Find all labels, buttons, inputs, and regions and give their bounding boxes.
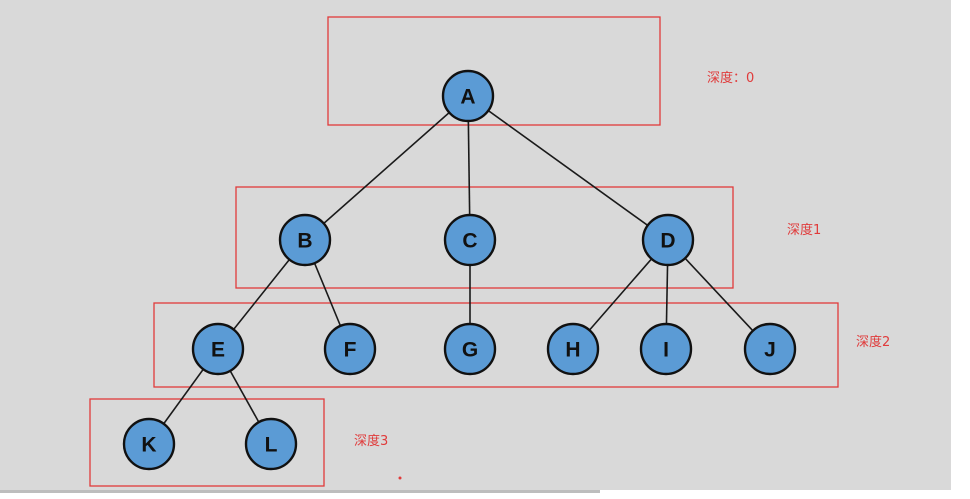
stray-dot xyxy=(398,476,402,480)
depth-0-label: 深度：0 xyxy=(707,70,754,86)
edge-A-B xyxy=(304,95,469,241)
node-B: B xyxy=(278,213,332,267)
node-label-C: C xyxy=(462,230,477,253)
node-circle-H xyxy=(546,322,600,376)
node-A: A xyxy=(441,69,495,123)
edge-A-D xyxy=(467,95,669,241)
node-label-B: B xyxy=(297,230,312,253)
node-circle-K xyxy=(122,417,176,471)
node-circle-E xyxy=(191,322,245,376)
bottom-edge-strip xyxy=(0,490,600,493)
depth-labels: 深度：0 深度1 深度2 深度3 xyxy=(354,70,890,449)
node-label-L: L xyxy=(265,434,278,457)
node-I: I xyxy=(639,322,693,376)
depth-2-box xyxy=(153,302,839,388)
tree-nodes: A B C D E F G H I J K L xyxy=(122,69,797,471)
node-circle-C xyxy=(443,213,497,267)
depth-0-box xyxy=(327,16,661,126)
node-circle-I xyxy=(639,322,693,376)
node-circle-D xyxy=(641,213,695,267)
node-label-K: K xyxy=(141,434,156,457)
depth-3-box xyxy=(89,398,325,487)
node-label-A: A xyxy=(460,86,475,109)
depth-1-label: 深度1 xyxy=(787,222,821,238)
depth-2-label: 深度2 xyxy=(856,334,890,350)
node-F: F xyxy=(323,322,377,376)
node-G: G xyxy=(443,322,497,376)
node-L: L xyxy=(244,417,298,471)
node-label-I: I xyxy=(663,339,669,362)
node-H: H xyxy=(546,322,600,376)
node-D: D xyxy=(641,213,695,267)
tree-edges xyxy=(148,95,771,445)
node-label-J: J xyxy=(764,339,776,362)
node-circle-J xyxy=(743,322,797,376)
node-circle-B xyxy=(278,213,332,267)
node-circle-G xyxy=(443,322,497,376)
node-label-H: H xyxy=(565,339,580,362)
node-circle-L xyxy=(244,417,298,471)
depth-3-label: 深度3 xyxy=(354,433,388,449)
depth-1-box xyxy=(235,186,734,289)
node-E: E xyxy=(191,322,245,376)
node-label-D: D xyxy=(660,230,675,253)
depth-boxes xyxy=(89,16,839,487)
node-C: C xyxy=(443,213,497,267)
node-K: K xyxy=(122,417,176,471)
node-circle-A xyxy=(441,69,495,123)
node-label-F: F xyxy=(344,339,357,362)
node-J: J xyxy=(743,322,797,376)
node-label-G: G xyxy=(462,339,478,362)
node-label-E: E xyxy=(211,339,225,362)
node-circle-F xyxy=(323,322,377,376)
